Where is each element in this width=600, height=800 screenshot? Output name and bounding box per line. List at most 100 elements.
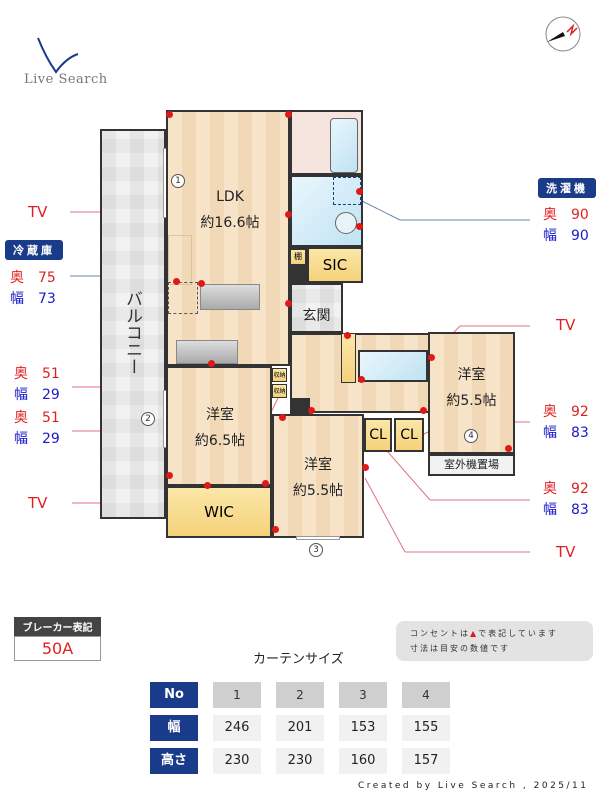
room-size: 約5.5帖 xyxy=(292,483,344,499)
outlet-icon xyxy=(285,211,292,218)
cell-no: 3 xyxy=(339,682,387,708)
closet-1: CL xyxy=(364,418,392,452)
width-label: 幅 xyxy=(543,502,557,518)
tv-label: TV xyxy=(28,494,48,512)
row-no: No 1 2 3 4 xyxy=(150,682,450,708)
width-value: 90 xyxy=(571,228,589,244)
outlet-icon xyxy=(344,332,351,339)
cell-width: 155 xyxy=(402,715,450,741)
width-value: 83 xyxy=(571,502,589,518)
outlet-icon xyxy=(358,376,365,383)
balcony-label: バルコニー xyxy=(122,290,142,375)
outlet-legend-icon: ▲ xyxy=(470,629,479,638)
note-text: で表記しています xyxy=(478,629,558,638)
depth-label: 奥 xyxy=(543,404,557,420)
outlet-icon xyxy=(279,414,286,421)
width-value: 73 xyxy=(38,291,56,307)
note-text: コンセントは xyxy=(410,629,470,638)
cell-no: 4 xyxy=(402,682,450,708)
depth-label: 奥 xyxy=(543,481,557,497)
compass-icon xyxy=(545,16,581,52)
toilet xyxy=(358,350,428,382)
closet-2-dims: 奥 92 幅 83 xyxy=(543,479,589,521)
shoe-closet xyxy=(341,333,356,383)
washer-tag: 洗濯機 xyxy=(538,178,596,198)
window-number-3: 3 xyxy=(309,543,323,557)
depth-value: 92 xyxy=(571,481,589,497)
ldk-label: LDK 約16.6帖 xyxy=(180,184,280,236)
washroom xyxy=(290,175,363,247)
width-value: 83 xyxy=(571,425,589,441)
western-room-2 xyxy=(272,414,364,538)
outlet-icon xyxy=(505,445,512,452)
entrance xyxy=(290,283,343,333)
footer-credit: Created by Live Search , 2025/11 xyxy=(358,781,589,791)
room-name: 洋室 xyxy=(206,407,234,423)
window-3 xyxy=(296,536,340,540)
row-height: 高さ 230 230 160 157 xyxy=(150,748,450,774)
sic-closet: SIC xyxy=(307,247,363,283)
depth-label: 奥 xyxy=(543,207,557,223)
cell-no: 1 xyxy=(213,682,261,708)
fridge-space xyxy=(168,282,198,314)
western-room-1-label: 洋室 約6.5帖 xyxy=(170,402,270,454)
stove xyxy=(176,340,238,364)
depth-value: 92 xyxy=(571,404,589,420)
curtain-title: カーテンサイズ xyxy=(253,652,344,667)
closet-1-dims: 奥 92 幅 83 xyxy=(543,402,589,444)
room-name: 洋室 xyxy=(457,367,486,383)
outlet-icon xyxy=(308,407,315,414)
row-width: 幅 246 201 153 155 xyxy=(150,715,450,741)
cell-width: 246 xyxy=(213,715,261,741)
outlet-icon xyxy=(272,526,279,533)
cell-height: 157 xyxy=(402,748,450,774)
width-label: 幅 xyxy=(14,431,28,447)
floor-plan: バルコニー LDK 約16.6帖 棚 SIC 玄関 洋室 約6.5帖 収納 収納… xyxy=(100,110,515,557)
width-label: 幅 xyxy=(14,387,28,403)
window-number-2: 2 xyxy=(141,412,155,426)
balcony xyxy=(100,129,166,519)
header-height: 高さ xyxy=(150,748,198,774)
refrigerator-tag: 冷蔵庫 xyxy=(5,240,63,260)
outlet-icon xyxy=(198,280,205,287)
storage-2: 収納 xyxy=(272,384,287,398)
room-size: 約6.5帖 xyxy=(194,433,246,449)
outlet-icon xyxy=(166,472,173,479)
room-size: 約16.6帖 xyxy=(200,215,260,231)
tv-label: TV xyxy=(28,203,48,221)
cell-height: 160 xyxy=(339,748,387,774)
width-label: 幅 xyxy=(10,291,24,307)
basin xyxy=(335,212,357,234)
shelf: 棚 xyxy=(291,250,305,264)
header-no: No xyxy=(150,682,198,708)
outlet-icon xyxy=(166,111,173,118)
cell-width: 153 xyxy=(339,715,387,741)
outlet-icon xyxy=(362,464,369,471)
cell-width: 201 xyxy=(276,715,324,741)
width-label: 幅 xyxy=(543,425,557,441)
closet-2: CL xyxy=(394,418,424,452)
breaker-box: ブレーカー表記 50A xyxy=(14,617,101,661)
logo-text: Live Search xyxy=(24,72,108,87)
counter xyxy=(168,235,192,285)
cell-height: 230 xyxy=(276,748,324,774)
cell-no: 2 xyxy=(276,682,324,708)
outlet-icon xyxy=(356,223,363,230)
western-room-2-label: 洋室 約5.5帖 xyxy=(272,452,364,504)
outdoor-unit-area: 室外機置場 xyxy=(428,454,515,476)
note-box: コンセントは▲で表記しています 寸法は目安の数値です xyxy=(396,621,593,661)
room-size: 約5.5帖 xyxy=(446,393,497,409)
outlet-icon xyxy=(204,482,211,489)
outlet-icon xyxy=(262,480,269,487)
depth-label: 奥 xyxy=(14,410,28,426)
tv-label: TV xyxy=(556,543,576,561)
ldk-room xyxy=(166,110,290,366)
outlet-icon xyxy=(428,354,435,361)
western-room-3-label: 洋室 約5.5帖 xyxy=(428,362,515,414)
depth-label: 奥 xyxy=(14,366,28,382)
room-name: 洋室 xyxy=(304,457,332,473)
